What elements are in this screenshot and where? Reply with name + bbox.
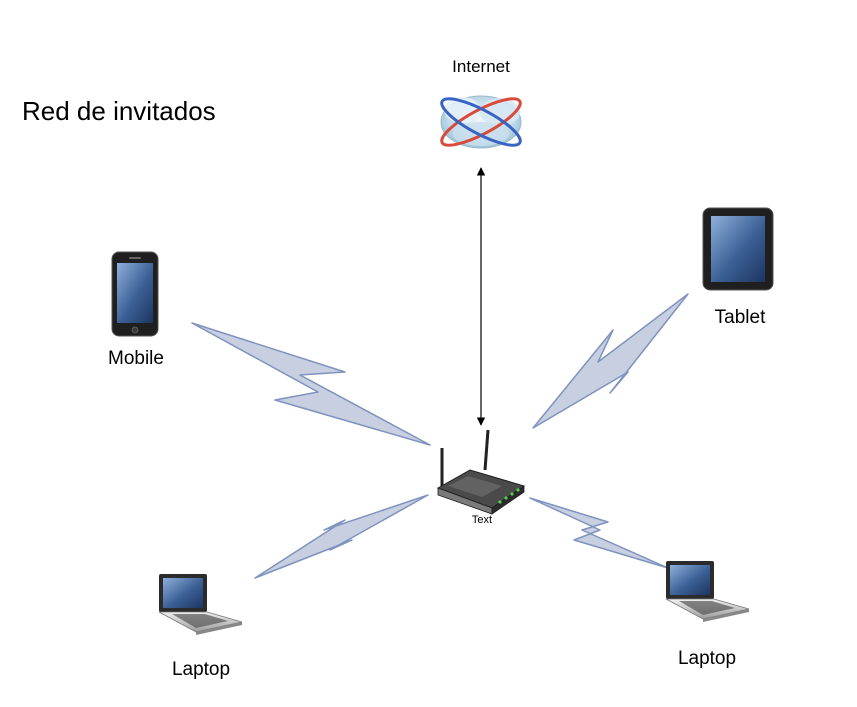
diagram-title: Red de invitados	[22, 96, 216, 126]
laptop-left-label: Laptop	[172, 659, 230, 680]
smartphone-icon	[111, 251, 159, 337]
tablet-node: Tablet	[702, 207, 774, 328]
laptop-right-node: Laptop	[665, 561, 750, 669]
internet-node: Internet	[440, 57, 522, 149]
laptop-right-label: Laptop	[678, 648, 736, 669]
wireless-link-laptop-right	[529, 497, 669, 569]
wireless-router-icon	[436, 429, 526, 515]
router-node: Text	[436, 429, 526, 526]
wireless-link-mobile	[191, 322, 431, 446]
cloud-globe-icon	[440, 95, 522, 149]
mobile-label: Mobile	[108, 348, 164, 369]
wireless-link-laptop-left	[254, 494, 429, 579]
laptop-left-node: Laptop	[158, 574, 243, 680]
tablet-icon	[702, 207, 774, 291]
tablet-label: Tablet	[715, 307, 766, 328]
mobile-node: Mobile	[108, 251, 164, 369]
wireless-link-tablet	[532, 293, 689, 429]
router-label: Text	[472, 514, 492, 526]
laptop-icon	[665, 561, 750, 622]
laptop-icon	[158, 574, 243, 635]
internet-label: Internet	[452, 57, 510, 76]
